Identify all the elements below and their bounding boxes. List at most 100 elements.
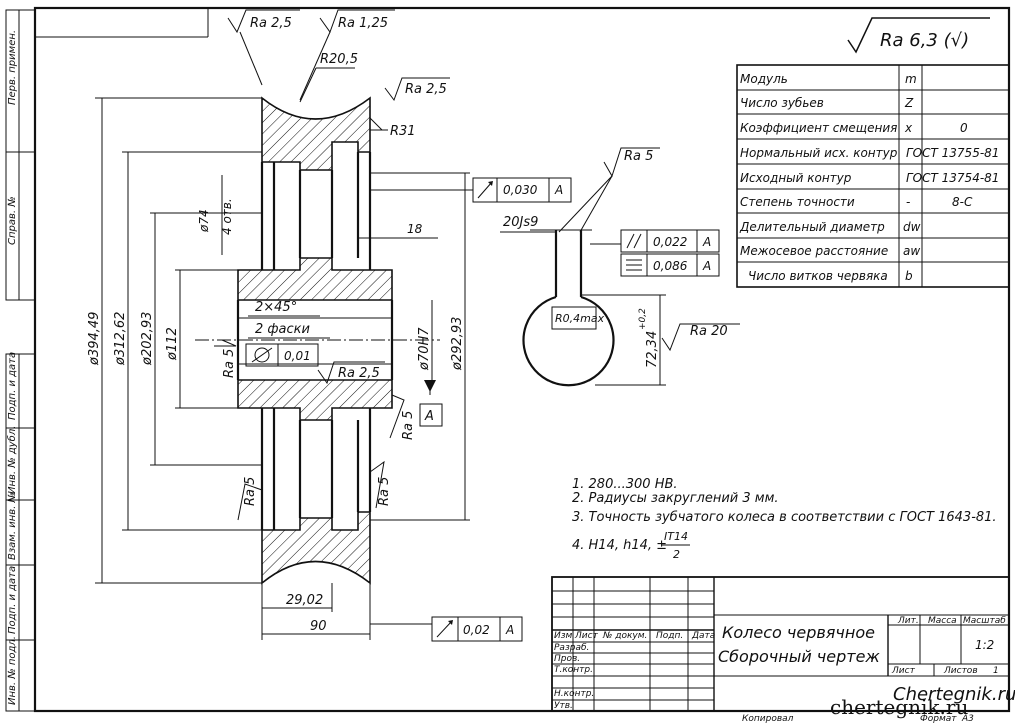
- rim-annotations: Ra 2,5 Ra 1,25 R20,5 Ra 2,5 R31: [227, 9, 450, 139]
- title-role: Утв.: [554, 701, 573, 711]
- svg-text:A: A: [505, 623, 514, 637]
- svg-text:29,02: 29,02: [286, 593, 323, 608]
- svg-text:0,030: 0,030: [503, 183, 538, 197]
- svg-text:ø312,62: ø312,62: [113, 312, 128, 366]
- title-col-header: Подп.: [656, 631, 683, 641]
- stamp-label: Инв. № подл.: [7, 636, 18, 705]
- svg-text:Ra 5: Ra 5: [377, 477, 392, 506]
- svg-text:A: A: [424, 409, 434, 424]
- keyway-view: 20Js9 Ra 5 R0,4max 0,022 A 0,086 A 72,34…: [500, 147, 740, 387]
- stamp-label: Подп. и дата: [7, 566, 18, 634]
- note-fraction-den: 2: [673, 548, 680, 561]
- svg-text:90: 90: [310, 619, 327, 634]
- technical-notes: 1. 280...300 НВ. 2. Радиусы закруглений …: [572, 477, 997, 561]
- svg-text:ø292,93: ø292,93: [450, 317, 465, 371]
- side-stamp-column: Перв. примен. Справ. № Подп. и дата Инв.…: [5, 9, 36, 712]
- note-line: 1. 280...300 НВ.: [572, 477, 678, 492]
- svg-text:2 фаски: 2 фаски: [255, 322, 310, 337]
- svg-text:Ra 5: Ra 5: [624, 149, 653, 164]
- note-line: 2. Радиусы закруглений 3 мм.: [572, 491, 779, 506]
- title-role: Т.контр.: [554, 665, 593, 675]
- svg-text:Масштаб: Масштаб: [963, 616, 1006, 626]
- drawing-name-line1: Колесо червячное: [722, 623, 875, 642]
- stamp-label: Перв. примен.: [7, 30, 18, 105]
- note-line: 3. Точность зубчатого колеса в соответст…: [572, 510, 997, 525]
- svg-text:20Js9: 20Js9: [503, 215, 538, 230]
- param-name: Межосевое расстояние: [740, 244, 888, 258]
- svg-text:Копировал: Копировал: [742, 714, 794, 724]
- param-val: ГОСТ 13754-81: [906, 171, 999, 185]
- param-sym: dw: [903, 220, 921, 234]
- param-name: Число витков червяка: [748, 269, 888, 283]
- stamp-label: Инв. № дубл.: [6, 426, 18, 494]
- svg-text:Ra 5: Ra 5: [243, 477, 258, 506]
- title-role: Пров.: [554, 654, 580, 664]
- svg-text:1: 1: [993, 666, 999, 676]
- svg-text:72,34: 72,34: [645, 331, 660, 368]
- title-col-header: Дата: [691, 631, 715, 641]
- bottom-dimensions: 29,02 90 0,02 A: [261, 583, 523, 642]
- param-name: Модуль: [740, 72, 788, 86]
- svg-text:ø70H7: ø70H7: [417, 327, 432, 371]
- param-name: Степень точности: [740, 195, 855, 209]
- svg-text:A: A: [702, 259, 711, 273]
- drawing-name-line2: Сборочный чертеж: [718, 647, 880, 666]
- param-sym: Z: [904, 96, 914, 110]
- svg-text:R0,4max: R0,4max: [555, 312, 605, 325]
- svg-text:0,01: 0,01: [284, 349, 311, 363]
- param-name: Нормальный исх. контур: [740, 146, 898, 160]
- svg-text:Листов: Листов: [943, 666, 978, 676]
- runout-tolerance-top: 0,030 A: [370, 177, 572, 203]
- param-sym: x: [904, 121, 913, 135]
- svg-text:0,022: 0,022: [653, 235, 687, 249]
- svg-text:Масса: Масса: [928, 616, 957, 626]
- svg-text:ø394,49: ø394,49: [87, 312, 102, 366]
- svg-text:Ra 2,5: Ra 2,5: [338, 366, 380, 381]
- svg-text:R31: R31: [390, 124, 416, 139]
- svg-text:Ra 1,25: Ra 1,25: [338, 16, 388, 31]
- svg-text:2×45°: 2×45°: [255, 300, 297, 315]
- drawing-frame: [33, 6, 1011, 713]
- svg-text:Ra 20: Ra 20: [690, 324, 728, 339]
- svg-text:0,086: 0,086: [653, 259, 688, 273]
- param-sym: m: [905, 72, 917, 86]
- svg-text:ø202,93: ø202,93: [140, 312, 155, 366]
- note-fraction-num: IT14: [664, 530, 688, 543]
- svg-text:Ra 5: Ra 5: [401, 411, 416, 440]
- svg-text:0,02: 0,02: [463, 623, 490, 637]
- svg-text:Ra 5: Ra 5: [222, 349, 237, 378]
- param-sym: b: [905, 269, 913, 283]
- site-stamp: Chertegnik.ru: [893, 684, 1015, 705]
- svg-text:A: A: [554, 183, 563, 197]
- param-name: Делительный диаметр: [739, 220, 885, 234]
- svg-text:+0,2: +0,2: [638, 308, 648, 330]
- svg-text:18: 18: [407, 222, 423, 236]
- diameter-dimensions: ø394,49 ø312,62 ø202,93 ø112 ø74 4 отв. …: [87, 97, 470, 584]
- svg-text:А3: А3: [961, 714, 974, 724]
- dimension-18: 18: [358, 222, 438, 239]
- param-sym: -: [906, 195, 910, 209]
- param-name: Исходный контур: [740, 171, 852, 185]
- title-role: Разраб.: [554, 643, 589, 653]
- note-line: 4. H14, h14, ±: [572, 538, 667, 553]
- svg-text:R20,5: R20,5: [320, 52, 358, 67]
- lower-roughness: Ra 5 Ra 5: [237, 460, 392, 521]
- stamp-label: Справ. №: [7, 196, 18, 245]
- bore-annotations: 2×45° 2 фаски 0,01 Ra 2,5 Ra 5 Ra 5: [214, 300, 416, 440]
- svg-text:Ra 2,5: Ra 2,5: [405, 82, 447, 97]
- param-val: ГОСТ 13755-81: [906, 146, 999, 160]
- surface-finish-general: Ra 6,3 (√): [847, 17, 990, 54]
- param-name: Число зубьев: [740, 96, 824, 110]
- title-role: Н.контр.: [554, 689, 594, 699]
- gear-parameter-table: Модуль m Число зубьев Z Коэффициент смещ…: [736, 64, 1010, 288]
- svg-text:Ra 2,5: Ra 2,5: [250, 16, 292, 31]
- svg-text:Ra 6,3 (√): Ra 6,3 (√): [880, 30, 969, 51]
- gear-section-view: [195, 96, 440, 585]
- param-name: Коэффициент смещения: [740, 121, 897, 135]
- title-col-header: № докум.: [602, 631, 647, 641]
- title-block: Изм Лист № докум. Подп. Дата Разраб. Про…: [551, 576, 1015, 724]
- svg-text:4 отв.: 4 отв.: [220, 198, 234, 235]
- param-val: 8-С: [952, 195, 973, 209]
- datum-a: A: [419, 380, 443, 427]
